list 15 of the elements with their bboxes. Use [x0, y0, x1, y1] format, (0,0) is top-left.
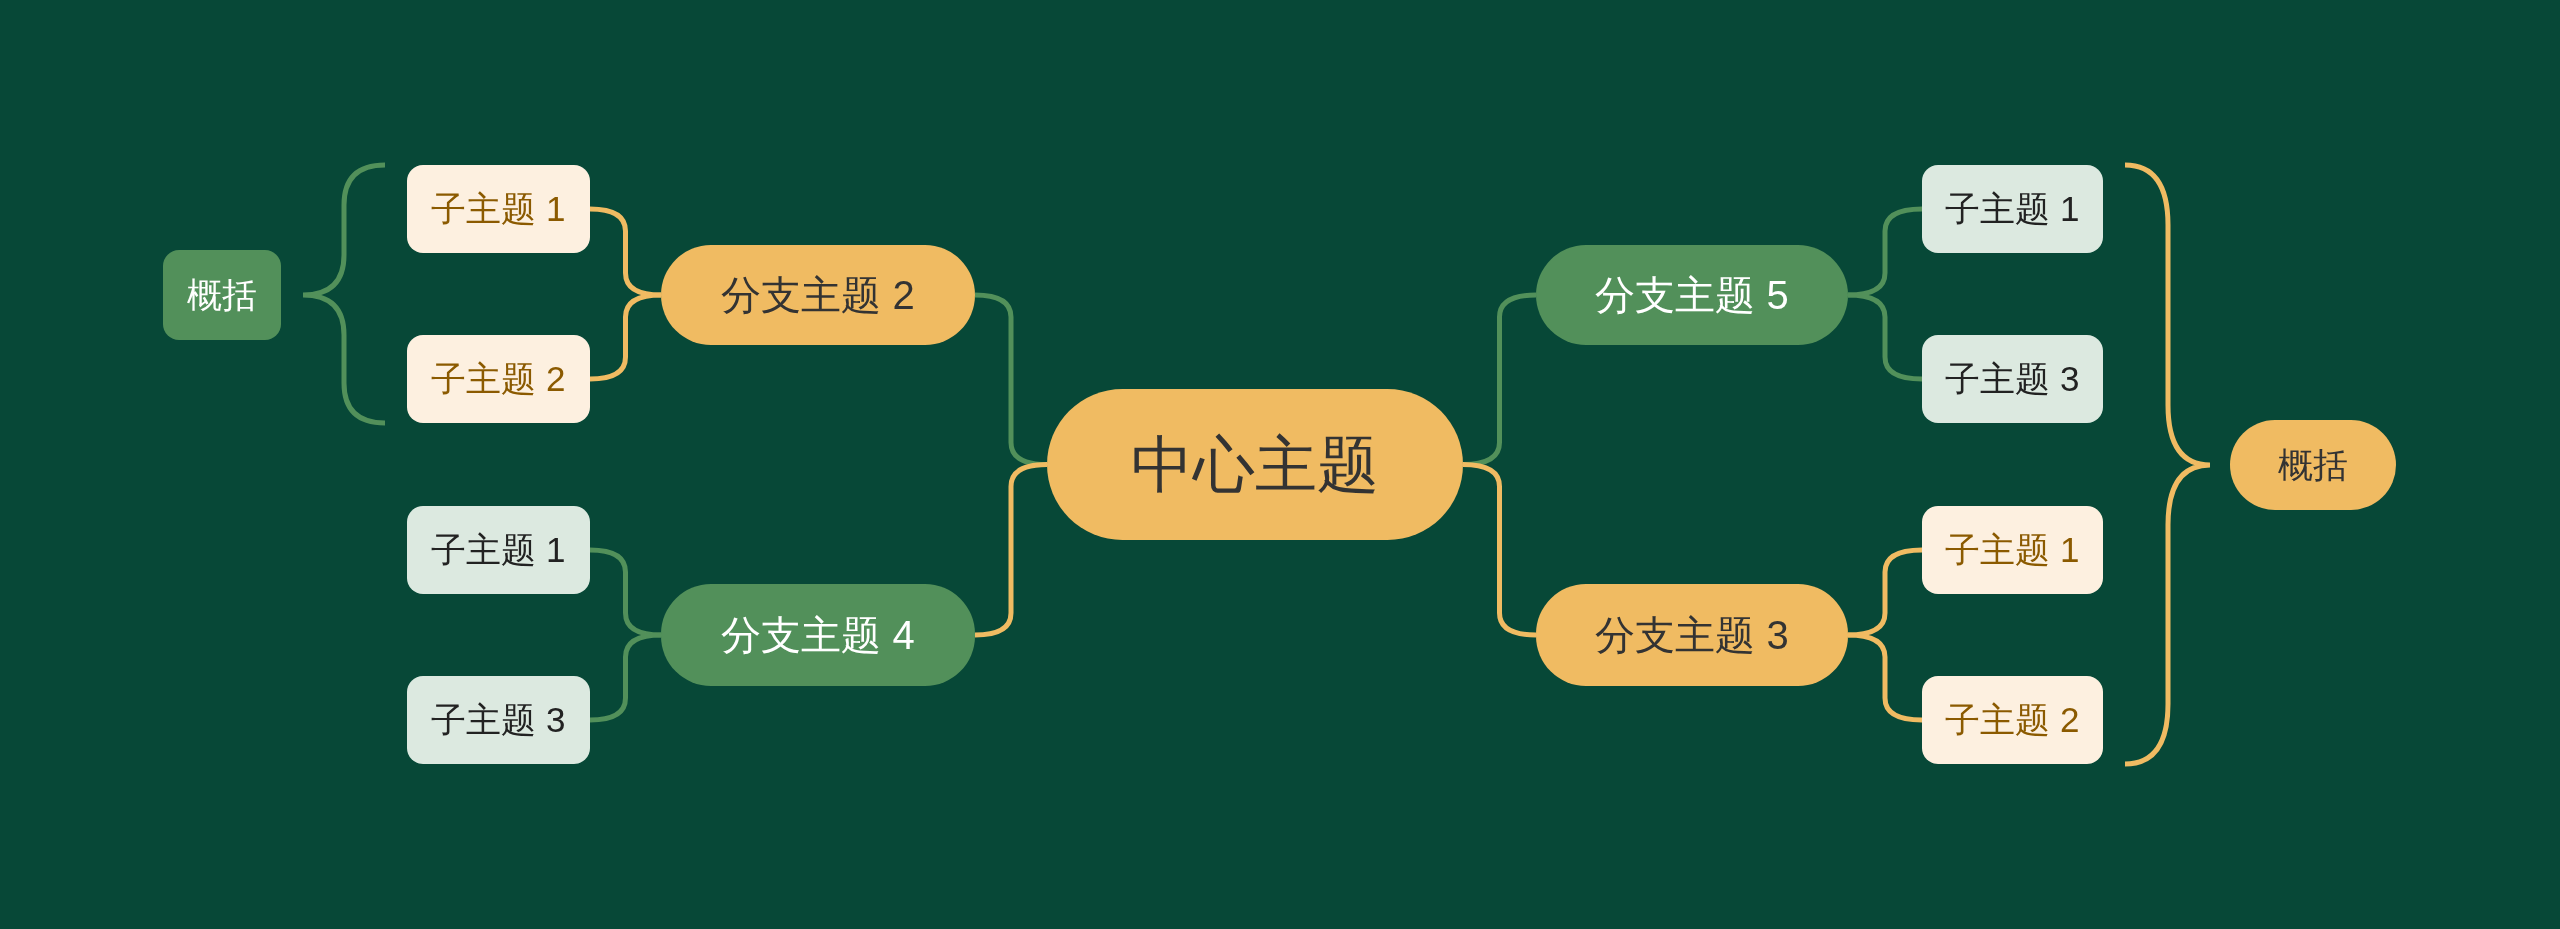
subtopic-box: 子主题 3	[407, 676, 590, 764]
summary-box: 概括	[2230, 420, 2396, 510]
branch-topic-box: 分支主题 4	[661, 584, 975, 686]
subtopic-box: 子主题 1	[1922, 165, 2103, 253]
subtopic-box: 子主题 3	[1922, 335, 2103, 423]
branch-topic-box: 分支主题 2	[661, 245, 975, 345]
branch-topic-box: 分支主题 5	[1536, 245, 1848, 345]
central-topic-box: 中心主题	[1047, 389, 1463, 540]
subtopic-box: 子主题 2	[1922, 676, 2103, 764]
subtopic-box: 子主题 1	[407, 165, 590, 253]
subtopic-box: 子主题 1	[1922, 506, 2103, 594]
branch-topic-box: 分支主题 3	[1536, 584, 1848, 686]
subtopic-box: 子主题 2	[407, 335, 590, 423]
subtopic-box: 子主题 1	[407, 506, 590, 594]
summary-box: 概括	[163, 250, 281, 340]
